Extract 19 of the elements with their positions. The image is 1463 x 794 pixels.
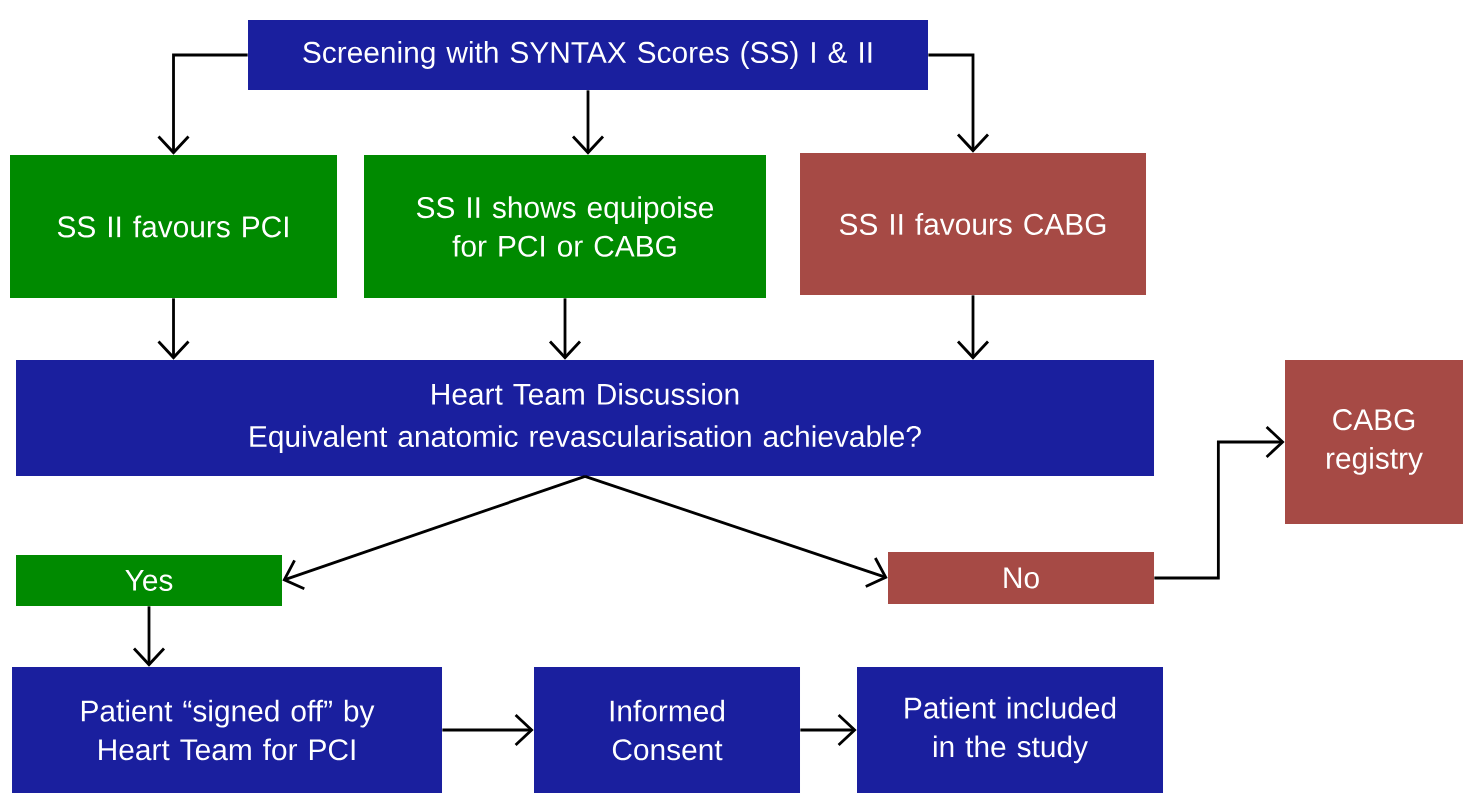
arrow [442,713,534,746]
process-box: Patient “signed off” by Heart Team for PCI [12,667,442,793]
process-box: No [888,552,1154,604]
process-box: Yes [16,555,282,606]
process-box: SS II shows equipoise for PCI or CABG [364,155,766,298]
arrow [572,90,605,155]
process-box: Heart Team Discussion Equivalent anatomic revascularisation achievable? [16,360,1154,476]
arrow [928,53,990,153]
process-box: CABG registry [1285,360,1463,524]
process-box: SS II favours CABG [800,153,1146,295]
process-box: Informed Consent [534,667,800,793]
process-box: Patient included in the study [857,667,1163,793]
arrow [282,475,586,591]
process-box: Screening with SYNTAX Scores (SS) I & II [248,20,928,90]
arrow [1154,425,1285,580]
arrow [957,295,990,360]
arrow [157,53,248,155]
process-box: SS II favours PCI [10,155,337,298]
arrow [584,475,888,588]
